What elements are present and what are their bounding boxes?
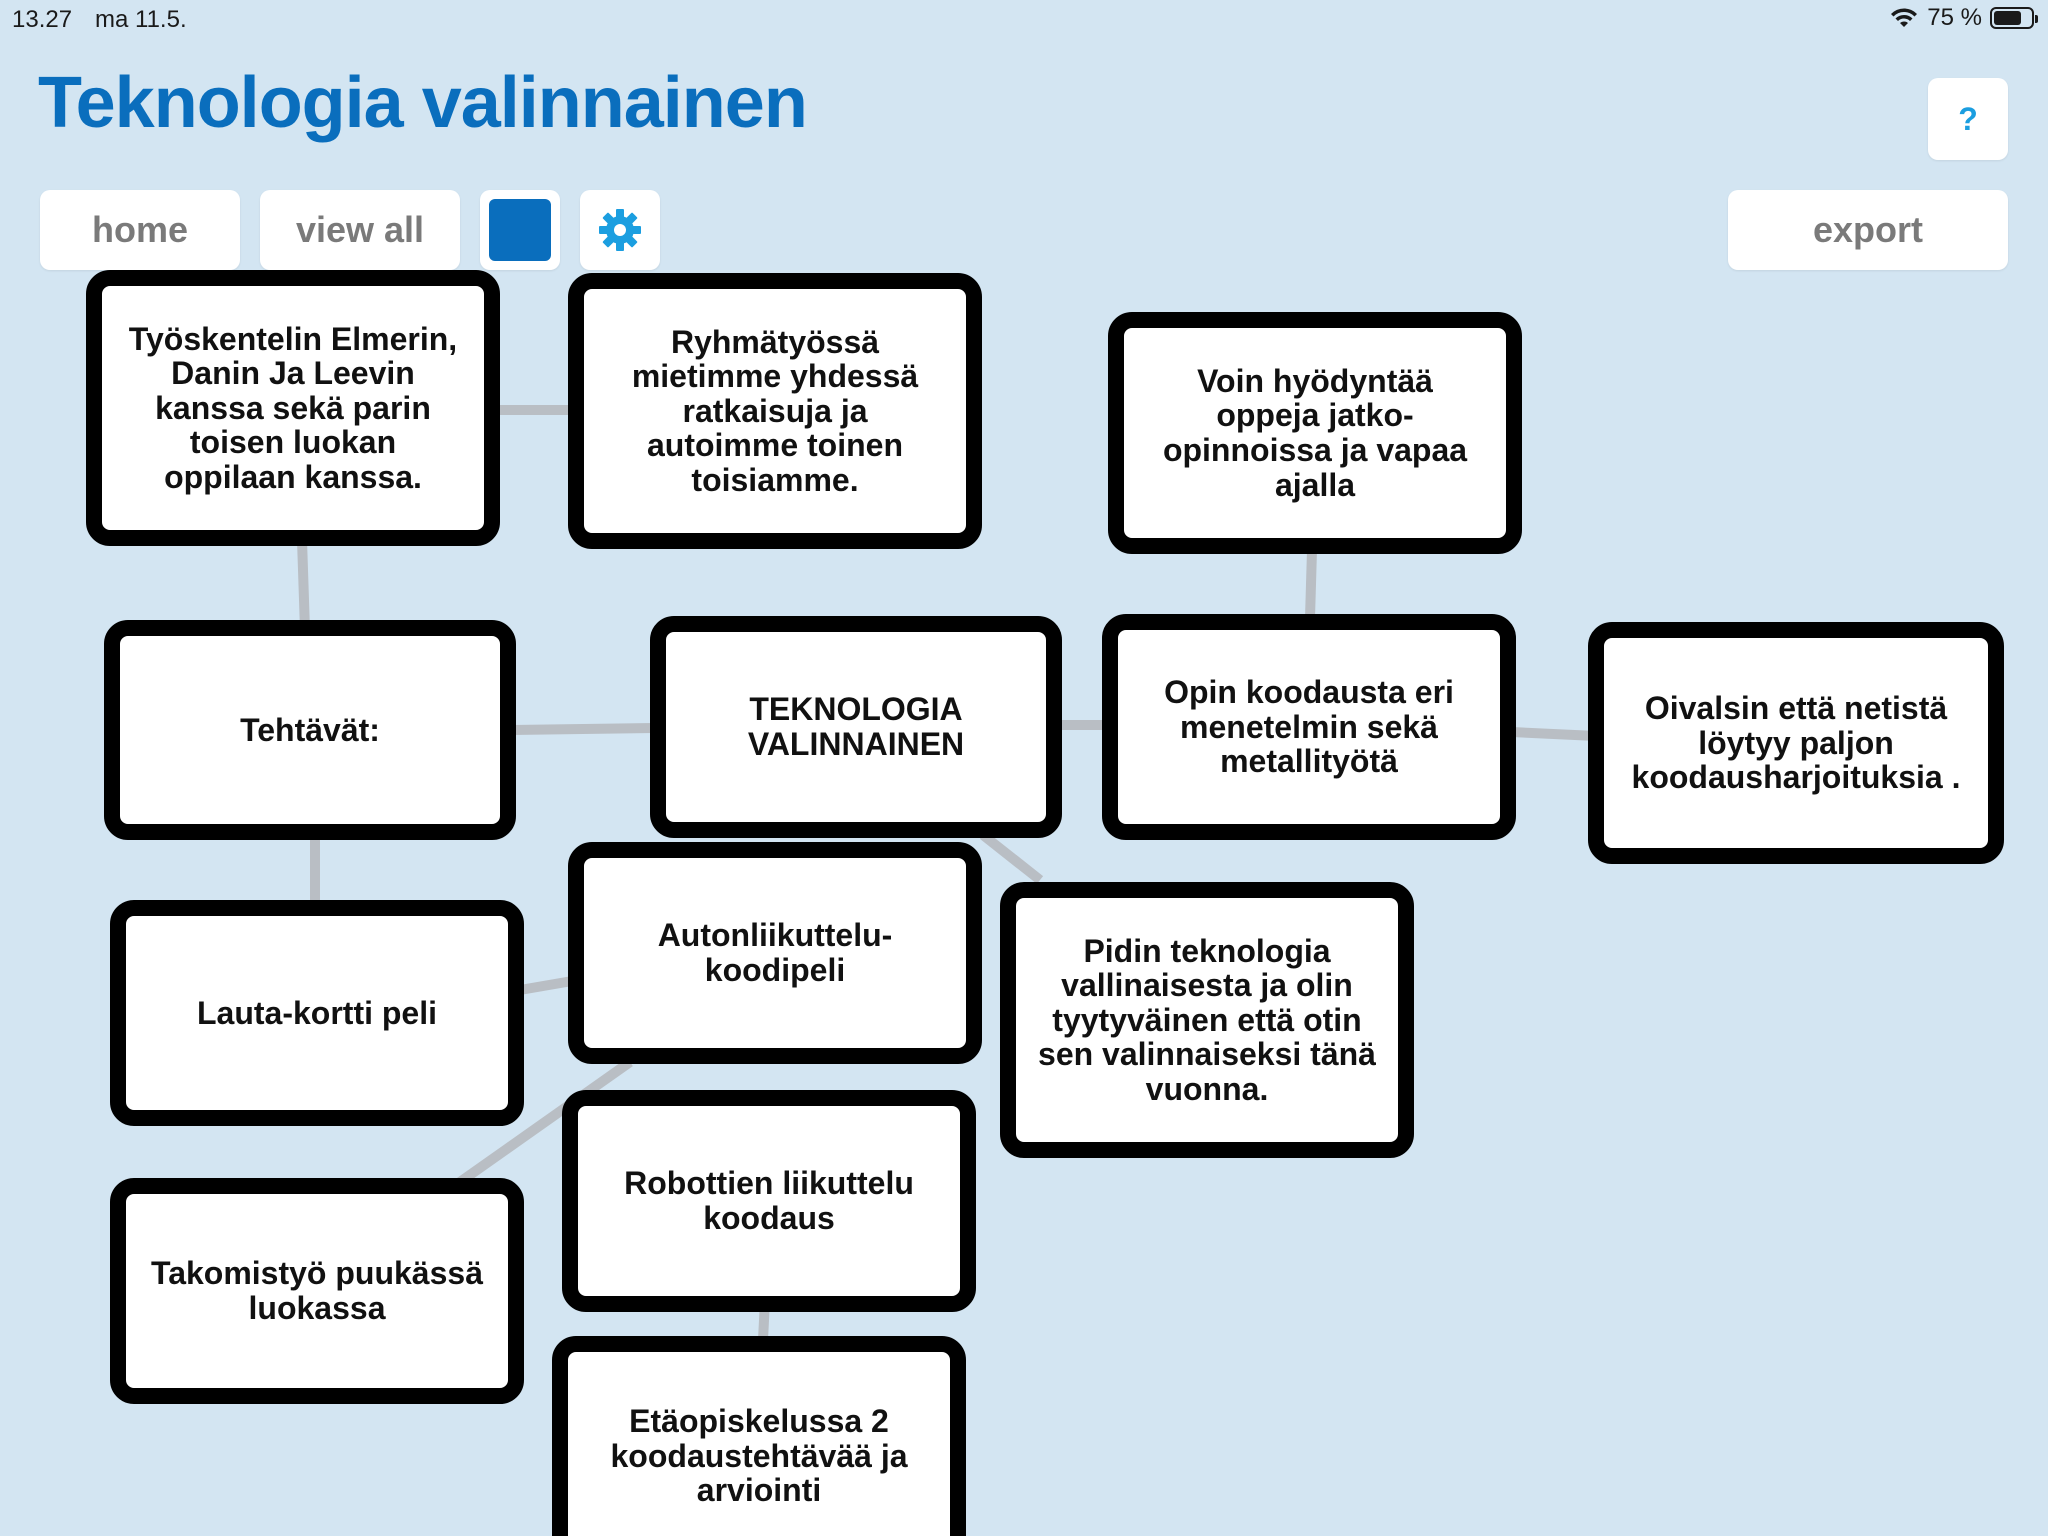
battery-percent: 75 % <box>1927 4 1982 31</box>
node-pidin[interactable]: Pidin teknologia vallinaisesta ja olin t… <box>1000 882 1414 1158</box>
home-button[interactable]: home <box>40 190 240 270</box>
node-text: Oivalsin että netistä löytyy paljon kood… <box>1631 690 1961 796</box>
node-text: Pidin teknologia vallinaisesta ja olin t… <box>1038 932 1376 1107</box>
node-tyoskentelin[interactable]: Työskentelin Elmerin, Danin Ja Leevin ka… <box>86 270 500 546</box>
wifi-icon <box>1891 8 1918 27</box>
connector-line <box>457 1057 633 1187</box>
node-text: Työskentelin Elmerin, Danin Ja Leevin ka… <box>128 320 458 495</box>
node-opin[interactable]: Opin koodausta eri menetelmin sekä metal… <box>1102 614 1516 840</box>
help-button[interactable]: ? <box>1928 78 2008 160</box>
status-right: 75 % <box>1889 4 2038 32</box>
settings-button[interactable] <box>580 190 660 270</box>
node-auton[interactable]: Autonliikuttelu-koodipeli <box>568 842 982 1064</box>
view-all-button[interactable]: view all <box>260 190 460 270</box>
node-text: Etäopiskelussa 2 koodaustehtävää ja arvi… <box>610 1403 908 1509</box>
connector-line <box>297 539 310 631</box>
status-date: ma 11.5. <box>95 6 187 33</box>
node-text: Autonliikuttelu-koodipeli <box>657 917 893 988</box>
node-text: Voin hyödyntää oppeja jatko-opinnoissa j… <box>1162 362 1468 503</box>
connector-line <box>511 723 656 735</box>
node-text: Lauta-kortti peli <box>196 994 437 1031</box>
battery-icon <box>1990 7 2038 29</box>
gear-icon <box>599 209 641 251</box>
node-text: Takomistyö puukässä luokassa <box>151 1255 483 1326</box>
node-lauta[interactable]: Lauta-kortti peli <box>110 900 524 1126</box>
connector-line <box>979 831 1044 884</box>
node-text: TEKNOLOGIA VALINNAINEN <box>747 691 965 762</box>
battery-fill <box>1994 11 2021 25</box>
node-text: Ryhmätyössä mietimme yhdessä ratkaisuja … <box>631 323 919 498</box>
node-center[interactable]: TEKNOLOGIA VALINNAINEN <box>650 616 1062 838</box>
export-button[interactable]: export <box>1728 190 2008 270</box>
node-etaopiskelu[interactable]: Etäopiskelussa 2 koodaustehtävää ja arvi… <box>552 1336 966 1536</box>
color-swatch <box>489 199 551 261</box>
node-takomis[interactable]: Takomistyö puukässä luokassa <box>110 1178 524 1404</box>
node-text: Tehtävät: <box>240 711 380 748</box>
node-voin[interactable]: Voin hyödyntää oppeja jatko-opinnoissa j… <box>1108 312 1522 554</box>
node-text: Robottien liikuttelu koodaus <box>624 1165 914 1236</box>
battery-cap <box>2035 15 2038 23</box>
connector-line <box>1511 727 1597 741</box>
page-title: Teknologia valinnainen <box>38 63 808 143</box>
node-text: Opin koodausta eri menetelmin sekä metal… <box>1164 674 1454 780</box>
node-robottien[interactable]: Robottien liikuttelu koodaus <box>562 1090 976 1312</box>
color-picker-button[interactable] <box>480 190 560 270</box>
connector-line <box>1305 549 1317 619</box>
node-oivalsin[interactable]: Oivalsin että netistä löytyy paljon kood… <box>1588 622 2004 864</box>
status-bar: 13.27 ma 11.5. 75 % <box>0 0 2048 40</box>
node-ryhmatyossa[interactable]: Ryhmätyössä mietimme yhdessä ratkaisuja … <box>568 273 982 549</box>
node-tehtavat[interactable]: Tehtävät: <box>104 620 516 840</box>
status-time: 13.27 <box>12 6 73 33</box>
